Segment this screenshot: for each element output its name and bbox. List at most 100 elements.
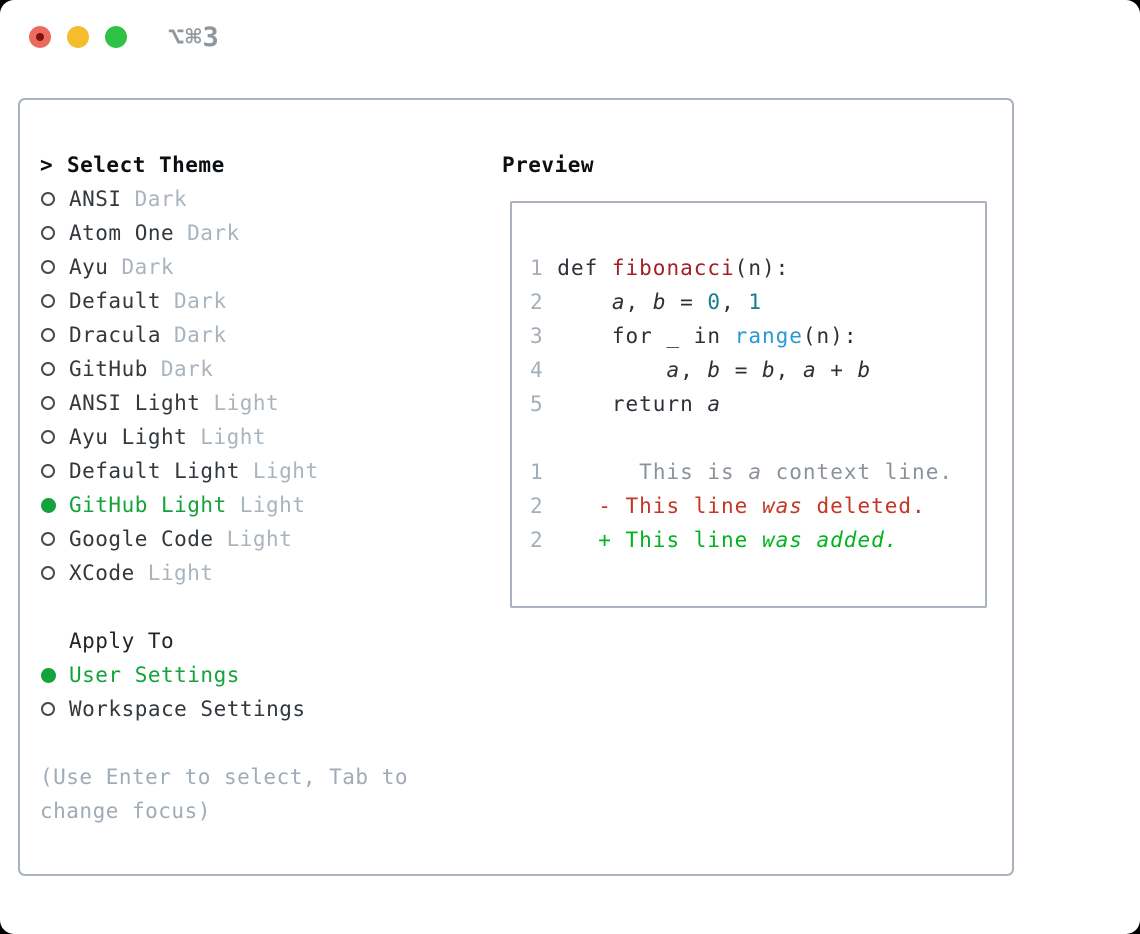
theme-option-ansi-light[interactable]: ANSI Light Light (40, 386, 408, 420)
code-token: = (666, 290, 708, 314)
deleted-token: deleted. (802, 494, 926, 518)
spacer (40, 590, 408, 624)
code-token (544, 528, 599, 552)
radio-unselected-icon (41, 328, 55, 342)
radio-selected-icon (41, 497, 56, 513)
variable-token: b (762, 358, 776, 382)
theme-variant-tag: Light (252, 459, 319, 483)
option-label: Atom One (69, 221, 175, 245)
radio-unselected-icon (41, 566, 55, 580)
number-token: 1 (748, 290, 763, 314)
option-label: GitHub (69, 357, 148, 381)
lineno-token: 4 (530, 358, 544, 382)
apply-option-workspace-settings[interactable]: Workspace Settings (40, 692, 408, 726)
option-label: Workspace Settings (69, 697, 306, 721)
theme-option-ayu-light[interactable]: Ayu Light Light (40, 420, 408, 454)
help-text-line-1: (Use Enter to select, Tab to (40, 765, 409, 789)
theme-variant-tag: Light (239, 493, 306, 517)
theme-option-default-light[interactable]: Default Light Light (40, 454, 408, 488)
variable-token: b (652, 290, 667, 314)
theme-variant-tag: Dark (187, 221, 240, 245)
theme-variant-tag: Light (147, 561, 214, 585)
radio-unselected-icon (41, 294, 55, 308)
variable-token: a (707, 392, 722, 416)
zoom-button[interactable] (105, 26, 127, 48)
code-token: = (721, 358, 762, 382)
theme-option-github[interactable]: GitHub Dark (40, 352, 408, 386)
window-titlebar: ⌥⌘3 (0, 0, 1140, 74)
close-button[interactable] (29, 26, 51, 48)
code-token: + (816, 358, 858, 382)
option-label: Default (69, 289, 162, 313)
lineno-token: 2 (530, 528, 544, 552)
minimize-button[interactable] (67, 26, 89, 48)
code-token: (n): (734, 256, 790, 280)
select-theme-title: Select Theme (67, 153, 225, 177)
theme-variant-tag: Dark (160, 357, 214, 381)
preview-line: 2 - This line was deleted. (530, 489, 985, 523)
theme-option-atom-one[interactable]: Atom One Dark (40, 216, 408, 250)
added-token: + This line (598, 528, 762, 552)
lineno-token: 2 (530, 290, 544, 314)
variable-token: a (666, 358, 681, 382)
radio-unselected-icon (41, 464, 55, 478)
preview-line: 1 def fibonacci(n): (530, 251, 985, 285)
code-token: def (543, 256, 612, 280)
function-token: fibonacci (611, 256, 735, 280)
lineno-token: 3 (530, 324, 544, 348)
deleted-token: was (761, 494, 803, 518)
radio-unselected-icon (41, 192, 55, 206)
theme-option-ansi[interactable]: ANSI Dark (40, 182, 408, 216)
apply-option-user-settings[interactable]: User Settings (40, 658, 408, 692)
preview-line: 1 This is a context line. (530, 455, 985, 489)
code-token: , (625, 290, 653, 314)
option-label: Ayu Light (69, 425, 188, 449)
apply-to-label: Apply To (69, 629, 175, 653)
preview-line: 2 a, b = 0, 1 (530, 285, 985, 319)
radio-unselected-icon (41, 532, 55, 546)
option-label: ANSI (69, 187, 122, 211)
deleted-token: - This line (598, 494, 762, 518)
context-token: a (748, 460, 762, 484)
code-token: , (775, 358, 803, 382)
added-token: was added. (761, 528, 899, 552)
theme-variant-tag: Light (213, 391, 280, 415)
select-theme-header: > Select Theme (40, 148, 408, 182)
theme-option-xcode[interactable]: XCode Light (40, 556, 408, 590)
variable-token: a (802, 358, 817, 382)
radio-unselected-icon (41, 260, 55, 274)
window-shortcut-title: ⌥⌘3 (168, 21, 220, 53)
theme-variant-tag: Dark (174, 323, 227, 347)
spacer (40, 726, 408, 760)
option-label: ANSI Light (69, 391, 201, 415)
code-token: (n): (802, 324, 858, 348)
variable-token: a (611, 290, 626, 314)
preview-title: Preview (502, 153, 595, 177)
context-token: context line. (761, 460, 953, 484)
theme-variant-tag: Light (200, 425, 267, 449)
option-label: XCode (69, 561, 135, 585)
option-label: Default Light (69, 459, 240, 483)
theme-variant-tag: Dark (134, 187, 188, 211)
help-text-line-2: change focus) (40, 799, 211, 823)
preview-line: 3 for _ in range(n): (530, 319, 985, 353)
builtin-token: range (734, 324, 803, 348)
option-label: Ayu (69, 255, 109, 279)
code-token (544, 290, 612, 314)
number-token: 0 (707, 290, 722, 314)
prompt-icon: > (40, 153, 54, 177)
code-token: for _ in (543, 324, 735, 348)
variable-token: b (857, 358, 872, 382)
preview-line: 2 + This line was added. (530, 523, 985, 557)
radio-unselected-icon (41, 396, 55, 410)
lineno-token: 5 (530, 392, 544, 416)
